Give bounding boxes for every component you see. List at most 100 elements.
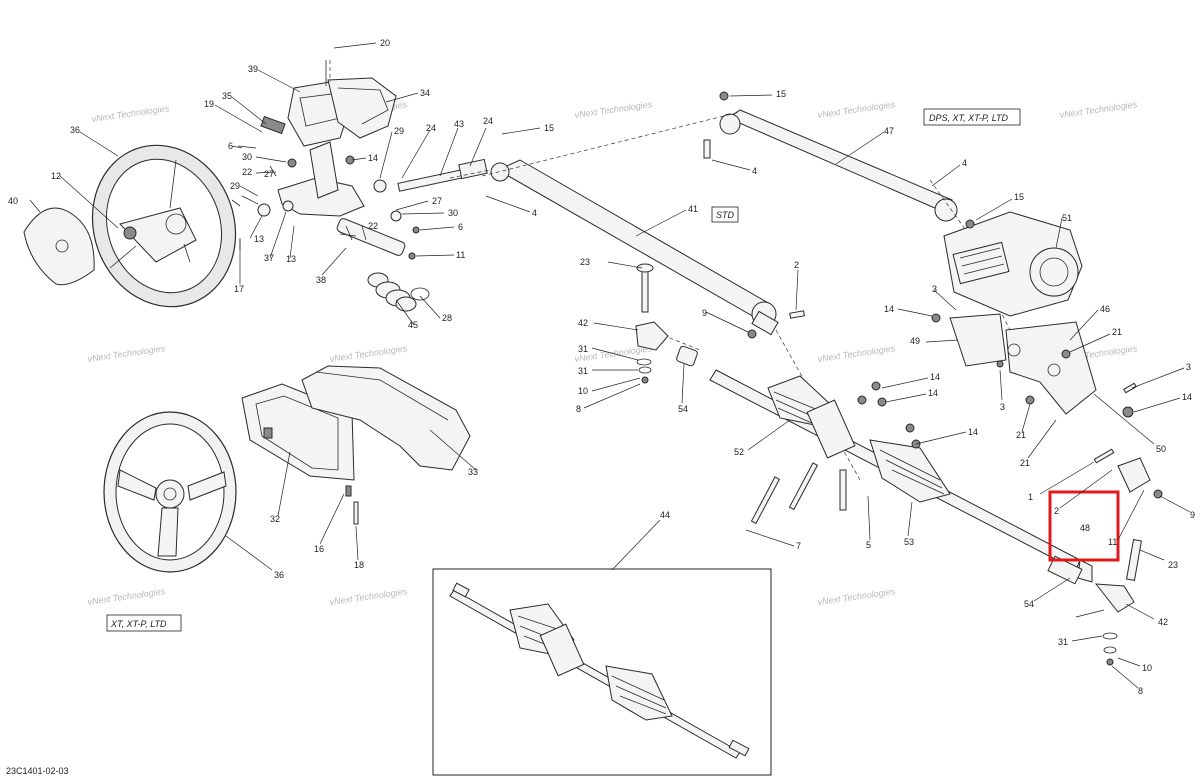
- callout-44[interactable]: 44: [660, 510, 670, 520]
- callout-45[interactable]: 45: [408, 320, 418, 330]
- callout-9[interactable]: 9: [702, 308, 707, 318]
- callout-18[interactable]: 18: [354, 560, 364, 570]
- callout-46[interactable]: 46: [1100, 304, 1110, 314]
- column-cover-part[interactable]: [241, 365, 471, 525]
- tie-rod-end-right-part[interactable]: [1093, 448, 1163, 666]
- callout-42[interactable]: 42: [578, 318, 588, 328]
- callout-3[interactable]: 3: [1000, 402, 1005, 412]
- callout-53[interactable]: 53: [904, 537, 914, 547]
- callout-10[interactable]: 10: [1142, 663, 1152, 673]
- callout-49[interactable]: 49: [910, 336, 920, 346]
- callout-29[interactable]: 29: [394, 126, 404, 136]
- callout-15[interactable]: 15: [544, 123, 554, 133]
- callout-14[interactable]: 14: [930, 372, 940, 382]
- callout-15[interactable]: 15: [776, 89, 786, 99]
- steering-wheel-cover-part[interactable]: [23, 207, 95, 286]
- callout-34[interactable]: 34: [420, 88, 430, 98]
- rack-bolts[interactable]: [750, 381, 921, 525]
- callout-20[interactable]: 20: [380, 38, 390, 48]
- callout-5[interactable]: 5: [866, 540, 871, 550]
- callout-2[interactable]: 2: [1054, 506, 1059, 516]
- callout-50[interactable]: 50: [1156, 444, 1166, 454]
- callout-30[interactable]: 30: [242, 152, 252, 162]
- tie-rod-end-left-part[interactable]: [635, 263, 805, 384]
- callout-21[interactable]: 21: [1112, 327, 1122, 337]
- callout-40[interactable]: 40: [8, 196, 18, 206]
- callout-24[interactable]: 24: [483, 116, 493, 126]
- callout-1[interactable]: 1: [1028, 492, 1033, 502]
- callout-8[interactable]: 8: [576, 404, 581, 414]
- callout-32[interactable]: 32: [270, 514, 280, 524]
- callout-3[interactable]: 3: [932, 284, 937, 294]
- callout-54[interactable]: 54: [1024, 599, 1034, 609]
- callout-31[interactable]: 31: [1058, 637, 1068, 647]
- callout-42[interactable]: 42: [1158, 617, 1168, 627]
- power-steering-unit-part[interactable]: [943, 211, 1083, 317]
- callout-14[interactable]: 14: [368, 153, 378, 163]
- callout-17[interactable]: 17: [234, 284, 244, 294]
- callout-2[interactable]: 2: [794, 260, 799, 270]
- callout-12[interactable]: 12: [51, 171, 61, 181]
- callout-27[interactable]: 27: [432, 196, 442, 206]
- callout-27[interactable]: 27: [264, 169, 274, 179]
- intermediate-shaft-part[interactable]: [336, 217, 406, 256]
- hardware-group-right[interactable]: [703, 91, 1137, 418]
- callout-4[interactable]: 4: [962, 158, 967, 168]
- callout-19[interactable]: 19: [204, 99, 214, 109]
- callout-43[interactable]: 43: [454, 119, 464, 129]
- callout-14[interactable]: 14: [928, 388, 938, 398]
- callout-52[interactable]: 52: [734, 447, 744, 457]
- callout-11[interactable]: 11: [1108, 537, 1117, 547]
- callout-7[interactable]: 7: [796, 541, 801, 551]
- callout-14[interactable]: 14: [968, 427, 978, 437]
- callout-22[interactable]: 22: [368, 221, 378, 231]
- callout-3[interactable]: 3: [1186, 362, 1191, 372]
- callout-31[interactable]: 31: [578, 366, 588, 376]
- callout-15[interactable]: 15: [1014, 192, 1024, 202]
- callout-24[interactable]: 24: [426, 123, 436, 133]
- callout-28[interactable]: 28: [442, 313, 452, 323]
- callout-47[interactable]: 47: [884, 126, 894, 136]
- steering-wheel-top-part[interactable]: [70, 125, 258, 327]
- callout-54[interactable]: 54: [678, 404, 688, 414]
- callout-41[interactable]: 41: [688, 204, 698, 214]
- callout-16[interactable]: 16: [314, 544, 324, 554]
- callout-21[interactable]: 21: [1016, 430, 1026, 440]
- callout-29[interactable]: 29: [230, 181, 240, 191]
- callout-6[interactable]: 6: [228, 141, 233, 151]
- callout-33[interactable]: 33: [468, 467, 478, 477]
- inset-steering-rack-part[interactable]: [449, 582, 750, 759]
- callout-35[interactable]: 35: [222, 91, 232, 101]
- callout-11[interactable]: 11: [456, 250, 465, 260]
- callout-36[interactable]: 36: [70, 125, 80, 135]
- callout-labels: 20 39 34 35 19 36 6 29 30 14 24 43 24 15…: [8, 38, 1195, 696]
- callout-36[interactable]: 36: [274, 570, 284, 580]
- callout-30[interactable]: 30: [448, 208, 458, 218]
- callout-14[interactable]: 14: [884, 304, 894, 314]
- steering-shaft-std-part[interactable]: [490, 159, 779, 336]
- callout-22[interactable]: 22: [242, 167, 252, 177]
- callout-31[interactable]: 31: [578, 344, 588, 354]
- callout-21[interactable]: 21: [1020, 458, 1030, 468]
- callout-23[interactable]: 23: [580, 257, 590, 267]
- callout-6[interactable]: 6: [458, 222, 463, 232]
- callout-38[interactable]: 38: [316, 275, 326, 285]
- column-boot-part[interactable]: [367, 272, 430, 312]
- callout-23[interactable]: 23: [1168, 560, 1178, 570]
- callout-10[interactable]: 10: [578, 386, 588, 396]
- callout-8[interactable]: 8: [1138, 686, 1143, 696]
- steering-wheel-bottom-part[interactable]: [103, 411, 237, 573]
- callout-4[interactable]: 4: [532, 208, 537, 218]
- callout-4[interactable]: 4: [752, 166, 757, 176]
- callout-51[interactable]: 51: [1062, 213, 1072, 223]
- callout-13[interactable]: 13: [254, 234, 264, 244]
- mounting-bracket-part[interactable]: [949, 313, 1097, 415]
- callout-13[interactable]: 13: [286, 254, 296, 264]
- callout-9[interactable]: 9: [1190, 510, 1195, 520]
- callout-48[interactable]: 48: [1080, 523, 1090, 533]
- callout-14[interactable]: 14: [1182, 392, 1192, 402]
- column-bracket-group[interactable]: [231, 60, 488, 260]
- callout-37[interactable]: 37: [264, 253, 274, 263]
- callout-39[interactable]: 39: [248, 64, 258, 74]
- steering-rack-part[interactable]: [709, 369, 1093, 585]
